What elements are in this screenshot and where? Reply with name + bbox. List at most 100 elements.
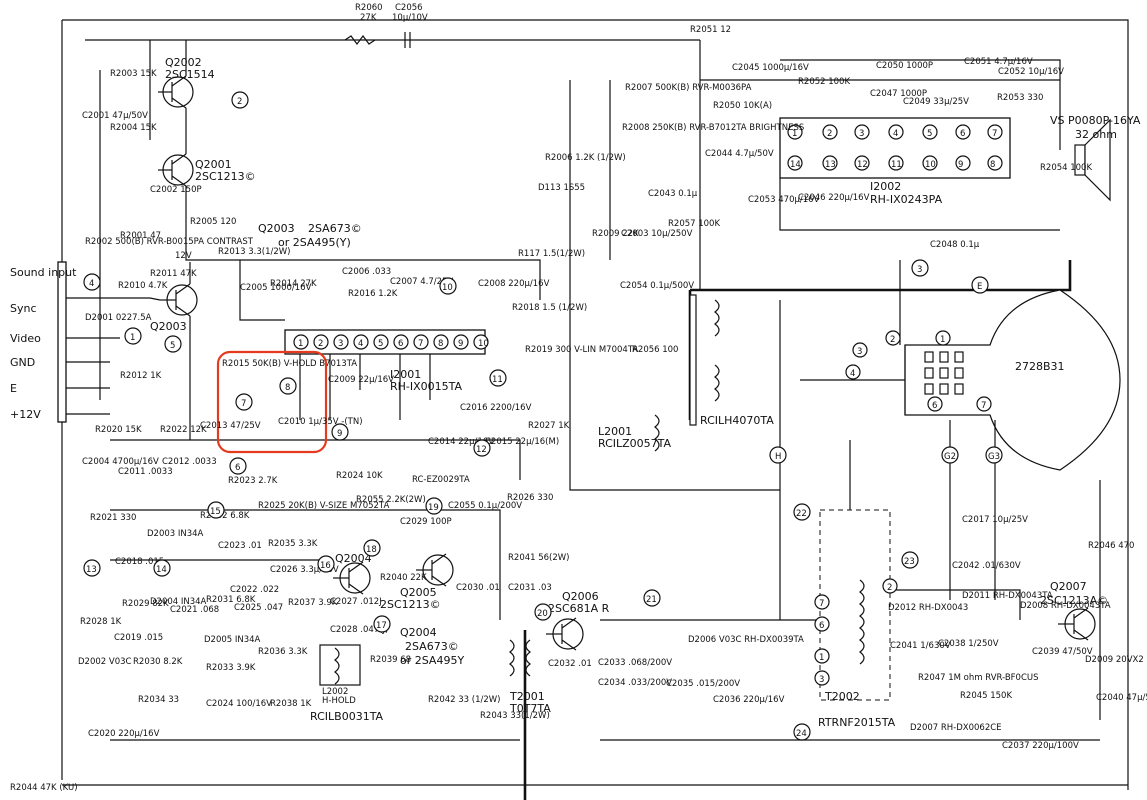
component-label: C2025 .047 xyxy=(234,603,283,613)
node-marker-label: 11 xyxy=(492,375,503,385)
q2004-ref: Q2004 xyxy=(400,626,437,639)
component-label: C2023 .01 xyxy=(218,541,262,551)
component-label: D2011 RH-DX0043TA xyxy=(962,591,1053,601)
component-label: C2033 .068/200V xyxy=(598,658,672,668)
component-label: R2009 22K xyxy=(592,229,639,239)
component-label: R2025 20K(B) V-SIZE M7052TA xyxy=(258,501,389,511)
ic-i2002-pin-top xyxy=(822,124,838,140)
component-label: C2021 .068 xyxy=(170,605,219,615)
node-marker xyxy=(901,551,919,569)
component-label: R2045 150K xyxy=(960,691,1012,701)
ic-i2001-pin-label: 4 xyxy=(358,339,363,349)
speaker-impedance: 32 ohm xyxy=(1075,128,1117,141)
component-label: R2051 12 xyxy=(690,25,731,35)
ic-i2002-pin-top xyxy=(987,124,1003,140)
node-marker-label: 19 xyxy=(428,503,439,513)
node-marker xyxy=(473,439,491,457)
node-marker xyxy=(425,497,443,515)
node-marker-label: 8 xyxy=(285,383,290,393)
crt-pin xyxy=(927,396,943,412)
component-label: R2018 1.5 (1/2W) xyxy=(512,303,587,313)
coil-l2002: L2002 H-HOLD RCILB0031TA xyxy=(310,644,384,723)
component-label: R2027 1K xyxy=(528,421,570,431)
ic-i2002-pin-top xyxy=(854,124,870,140)
component-label: C2012 .0033 xyxy=(162,457,217,467)
node-marker xyxy=(279,377,297,395)
node-marker xyxy=(331,423,349,441)
q2004-part: 2SA673© xyxy=(405,640,459,653)
ic-i2002-pin-label: 10 xyxy=(925,160,936,170)
component-label: C2013 47/25V xyxy=(200,421,261,431)
component-label: R2042 33 (1/2W) xyxy=(428,695,500,705)
component-label: R2047 1M ohm RVR-BF0CUS xyxy=(918,673,1039,683)
input-connector xyxy=(57,261,120,423)
node-marker xyxy=(164,335,182,353)
component-label: C2046 220μ/16V xyxy=(798,193,870,203)
component-label: D2006 V03C RH-DX0039TA xyxy=(688,635,804,645)
label-r2060: R2060 xyxy=(355,3,383,13)
ic-i2002-ref: I2002 xyxy=(870,180,901,193)
crt-pin-label: 7 xyxy=(981,401,986,411)
ic-i2002-pin-label: 11 xyxy=(891,160,902,170)
component-label: R2041 56(2W) xyxy=(508,553,570,563)
l2002-part: H-HOLD xyxy=(322,696,356,706)
node-marker xyxy=(83,273,101,291)
component-label: C2050 1000P xyxy=(876,61,933,71)
component-label: R2024 10K xyxy=(336,471,383,481)
label-r2060-value: 27K xyxy=(360,13,377,23)
q2003-alt: or 2SA495(Y) xyxy=(278,236,351,249)
q2002-part: 2SC1514 xyxy=(165,68,215,81)
crt-type: 2728B31 xyxy=(1015,360,1065,373)
node-marker-label: 20 xyxy=(537,609,548,619)
label-e: E xyxy=(10,382,17,395)
node-marker xyxy=(317,555,335,573)
node-marker xyxy=(643,589,661,607)
component-label: C2043 0.1μ xyxy=(648,189,698,199)
speaker: VS P0080P-16YA 32 ohm xyxy=(1050,114,1141,202)
outer-frame xyxy=(61,19,1129,800)
deflection-yoke: RCILH4070TA xyxy=(689,294,774,427)
component-label: R2044 47K (KU) xyxy=(10,783,78,793)
node-marker-label: 12 xyxy=(476,445,487,455)
component-label: C2011 .0033 xyxy=(118,467,173,477)
crt-pin-label: 6 xyxy=(932,401,937,411)
ic-i2002-pin-bottom xyxy=(822,155,838,171)
ic-i2001-pin-label: 9 xyxy=(458,339,463,349)
misc-pin-label: E xyxy=(977,282,982,292)
component-label: D2005 IN34A xyxy=(204,635,261,645)
node-marker xyxy=(83,559,101,577)
q2004-short: Q2004 xyxy=(335,552,372,565)
ic-i2002-pin-label: 3 xyxy=(859,129,864,139)
component-label: C2028 .047(J) xyxy=(330,625,388,635)
l2001-ref: L2001 xyxy=(598,425,632,438)
ic-i2001-pin xyxy=(413,334,429,350)
component-label: C2024 100/16V xyxy=(206,699,272,709)
component-label: C2030 .01 xyxy=(456,583,500,593)
component-label: C2004 4700μ/16V xyxy=(82,457,159,467)
node-marker-label: 23 xyxy=(904,557,915,567)
node-marker xyxy=(489,369,507,387)
component-label: C2009 22μ/16V xyxy=(328,375,394,385)
component-label: RC-EZ0029TA xyxy=(412,475,470,485)
component-label: C2015 22μ/16(M) xyxy=(485,437,559,447)
component-label: R2039 68 xyxy=(370,655,411,665)
misc-pin xyxy=(941,446,959,464)
q2001-ref: Q2001 xyxy=(195,158,232,171)
crt-pin-label: 4 xyxy=(850,369,855,379)
component-label: R2035 3.3K xyxy=(268,539,318,549)
component-label: R2010 4.7K xyxy=(118,281,168,291)
transistor-q2007: Q2007 2SC1213A© xyxy=(1040,580,1108,641)
component-label: C2020 220μ/16V xyxy=(88,729,160,739)
transistor-q2001: Q2001 2SC1213© xyxy=(158,153,256,187)
component-label: D2009 20VX2 xyxy=(1085,655,1144,665)
component-label: C2052 10μ/16V xyxy=(998,67,1064,77)
q2002-ref: Q2002 xyxy=(165,56,202,69)
crt-pin-label: 2 xyxy=(890,335,895,345)
component-label: D113 1S55 xyxy=(538,183,585,193)
component-label: R2016 1.2K xyxy=(348,289,398,299)
component-label: D2003 IN34A xyxy=(147,529,204,539)
component-label: C2026 3.3μ/25V xyxy=(270,565,339,575)
transistor-q2003: Q2003 Q2003 2SA673© or 2SA495(Y) xyxy=(150,222,362,333)
node-marker-label: 15 xyxy=(210,507,221,517)
